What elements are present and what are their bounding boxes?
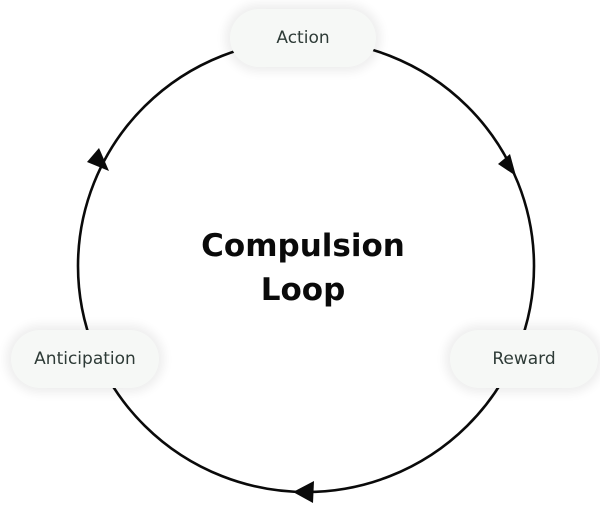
node-action-label: Action [276,28,330,48]
center-title: Compulsion Loop [150,224,456,312]
node-anticipation-label: Anticipation [34,349,136,369]
node-anticipation: Anticipation [11,330,159,388]
center-title-line-1: Compulsion [201,228,405,264]
node-reward: Reward [450,330,598,388]
arrow-action-to-reward [498,154,516,176]
center-title-line-2: Loop [260,272,346,308]
arrow-anticipation-to-action [87,148,109,171]
arrow-reward-to-anticipation [293,481,314,503]
node-action: Action [230,9,376,67]
node-reward-label: Reward [492,349,556,369]
